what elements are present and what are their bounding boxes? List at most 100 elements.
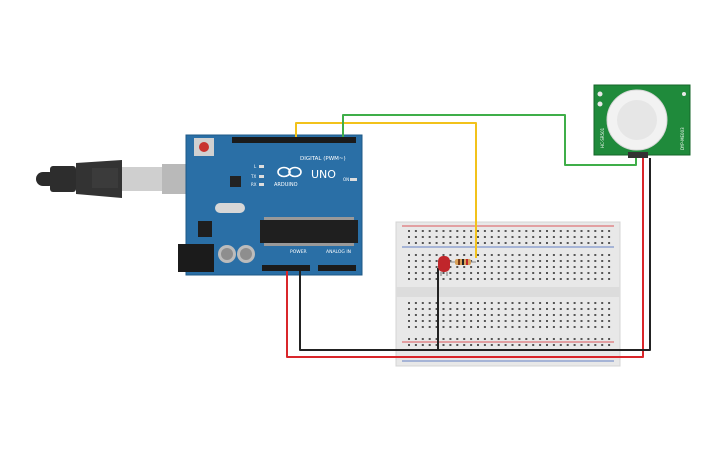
breadboard-hole[interactable] <box>408 278 410 280</box>
breadboard-hole[interactable] <box>532 254 535 256</box>
breadboard-hole[interactable] <box>587 338 590 340</box>
breadboard-hole[interactable] <box>504 308 507 310</box>
usb-cable[interactable] <box>36 160 196 198</box>
breadboard-hole[interactable] <box>428 320 431 322</box>
breadboard-hole[interactable] <box>421 326 424 328</box>
breadboard-hole[interactable] <box>421 272 424 274</box>
breadboard-hole[interactable] <box>470 320 473 322</box>
breadboard-hole[interactable] <box>463 326 466 328</box>
breadboard-hole[interactable] <box>456 272 459 274</box>
breadboard-hole[interactable] <box>456 254 459 256</box>
breadboard-hole[interactable] <box>449 308 452 310</box>
breadboard-hole[interactable] <box>559 254 562 256</box>
breadboard-hole[interactable] <box>497 242 500 244</box>
power-jack[interactable] <box>178 244 214 272</box>
breadboard-hole[interactable] <box>497 230 500 232</box>
breadboard-hole[interactable] <box>559 314 562 316</box>
breadboard-hole[interactable] <box>435 314 438 316</box>
breadboard-hole[interactable] <box>463 230 466 232</box>
breadboard-hole[interactable] <box>580 260 583 262</box>
breadboard-hole[interactable] <box>463 278 466 280</box>
breadboard-hole[interactable] <box>435 302 438 304</box>
breadboard-hole[interactable] <box>539 302 542 304</box>
breadboard-hole[interactable] <box>421 302 424 304</box>
breadboard-hole[interactable] <box>608 278 611 280</box>
breadboard-hole[interactable] <box>442 302 445 304</box>
breadboard-hole[interactable] <box>435 320 438 322</box>
breadboard-hole[interactable] <box>573 266 576 268</box>
breadboard-hole[interactable] <box>490 278 493 280</box>
breadboard-hole[interactable] <box>490 302 493 304</box>
breadboard-hole[interactable] <box>552 230 555 232</box>
breadboard-hole[interactable] <box>442 236 445 238</box>
breadboard-hole[interactable] <box>573 254 576 256</box>
breadboard-hole[interactable] <box>477 338 479 340</box>
breadboard-hole[interactable] <box>580 302 583 304</box>
breadboard-hole[interactable] <box>594 230 597 232</box>
breadboard-hole[interactable] <box>428 302 431 304</box>
breadboard-hole[interactable] <box>449 260 452 262</box>
breadboard-hole[interactable] <box>504 338 507 340</box>
breadboard-hole[interactable] <box>490 254 493 256</box>
breadboard-hole[interactable] <box>601 260 604 262</box>
breadboard-hole[interactable] <box>601 320 604 322</box>
breadboard-hole[interactable] <box>518 272 521 274</box>
breadboard-hole[interactable] <box>601 278 604 280</box>
breadboard-hole[interactable] <box>552 236 555 238</box>
breadboard-hole[interactable] <box>587 260 590 262</box>
breadboard-hole[interactable] <box>546 326 548 328</box>
breadboard-hole[interactable] <box>477 272 479 274</box>
breadboard-hole[interactable] <box>552 302 555 304</box>
breadboard-hole[interactable] <box>552 260 555 262</box>
breadboard-hole[interactable] <box>518 308 521 310</box>
breadboard-hole[interactable] <box>573 242 576 244</box>
breadboard-hole[interactable] <box>559 326 562 328</box>
breadboard-hole[interactable] <box>559 236 562 238</box>
breadboard-hole[interactable] <box>525 260 528 262</box>
breadboard-hole[interactable] <box>594 338 597 340</box>
breadboard-hole[interactable] <box>587 308 590 310</box>
breadboard-hole[interactable] <box>497 344 500 346</box>
breadboard-hole[interactable] <box>580 308 583 310</box>
breadboard-hole[interactable] <box>608 338 611 340</box>
breadboard-hole[interactable] <box>442 314 445 316</box>
breadboard-hole[interactable] <box>456 344 459 346</box>
breadboard-hole[interactable] <box>408 230 410 232</box>
breadboard-hole[interactable] <box>449 314 452 316</box>
breadboard-hole[interactable] <box>525 338 528 340</box>
breadboard-hole[interactable] <box>566 320 569 322</box>
breadboard-hole[interactable] <box>525 308 528 310</box>
breadboard-hole[interactable] <box>552 344 555 346</box>
breadboard-hole[interactable] <box>539 272 542 274</box>
breadboard-hole[interactable] <box>566 242 569 244</box>
breadboard-hole[interactable] <box>539 320 542 322</box>
breadboard-hole[interactable] <box>518 230 521 232</box>
breadboard-hole[interactable] <box>428 314 431 316</box>
breadboard-hole[interactable] <box>566 314 569 316</box>
breadboard-hole[interactable] <box>414 320 417 322</box>
breadboard-hole[interactable] <box>435 242 438 244</box>
breadboard-hole[interactable] <box>552 338 555 340</box>
breadboard-hole[interactable] <box>546 230 548 232</box>
breadboard-hole[interactable] <box>559 302 562 304</box>
breadboard-hole[interactable] <box>608 272 611 274</box>
breadboard-hole[interactable] <box>608 314 611 316</box>
breadboard-hole[interactable] <box>449 242 452 244</box>
breadboard-hole[interactable] <box>442 308 445 310</box>
breadboard-hole[interactable] <box>428 230 431 232</box>
breadboard-hole[interactable] <box>414 230 417 232</box>
breadboard-hole[interactable] <box>601 242 604 244</box>
breadboard-hole[interactable] <box>573 278 576 280</box>
breadboard-hole[interactable] <box>511 302 514 304</box>
breadboard-hole[interactable] <box>408 308 410 310</box>
breadboard-hole[interactable] <box>552 326 555 328</box>
breadboard-hole[interactable] <box>421 254 424 256</box>
breadboard-hole[interactable] <box>442 254 445 256</box>
arduino-board[interactable]: DIGITAL (PWM~) ARDUINO UNO L TX RX ON <box>178 134 363 276</box>
breadboard-hole[interactable] <box>463 302 466 304</box>
breadboard-hole[interactable] <box>539 230 542 232</box>
breadboard-hole[interactable] <box>428 236 431 238</box>
breadboard-hole[interactable] <box>546 308 548 310</box>
breadboard-hole[interactable] <box>566 302 569 304</box>
breadboard-hole[interactable] <box>559 320 562 322</box>
